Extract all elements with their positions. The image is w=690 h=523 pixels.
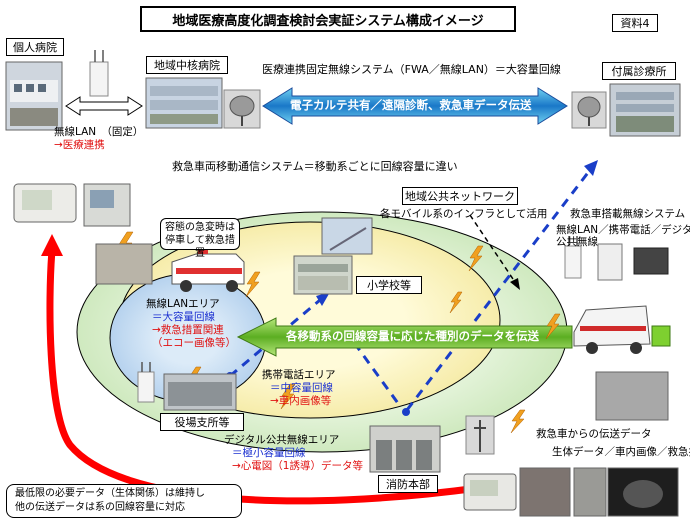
building-icon	[5, 61, 681, 517]
dashed-arrow-head-clinic	[584, 160, 598, 176]
digital-area-title: デジタル公共無線エリア	[224, 434, 340, 446]
red-arrow-head	[41, 234, 63, 256]
label-core-hospital: 地域中核病院	[146, 56, 228, 74]
sudden-change-line1: 容態の急変時は	[165, 222, 235, 233]
public-network-label: 地域公共ネットワーク	[402, 187, 518, 205]
ambulance-system-line2: 公共無線	[556, 236, 598, 248]
cellular-area-title: 携帯電話エリア	[262, 369, 336, 381]
digital-area-line1: ＝極小容量回線	[232, 447, 306, 459]
footnote-line1: 最低限の必要データ（生体関係）は維持し	[15, 488, 205, 499]
ambulance-system-title: 救急車搭載無線システム	[570, 208, 686, 220]
red-loop-arrow	[46, 249, 479, 505]
public-network-pointer	[469, 214, 516, 283]
label-private-hospital: 個人病院	[6, 38, 64, 56]
emr-arrow-caption: 電子カルテ共有／遠隔診断、救急車データ伝送	[290, 98, 532, 112]
transmit-title: 救急車からの伝送データ	[536, 428, 652, 440]
label-fire-hq: 消防本部	[378, 475, 438, 493]
dashed-arrow-head-school	[316, 292, 330, 306]
wlan-area-line1: ＝大容量回線	[152, 311, 215, 323]
page-title: 地域医療高度化調査検討会実証システム構成イメージ	[140, 6, 516, 32]
dashed-path-clinic	[405, 169, 592, 411]
wlan-area-line3: （エコー画像等）	[152, 337, 236, 349]
fixed-wireless-caption: 医療連携固定無線システム（FWA／無線LAN）＝大容量回線	[262, 63, 561, 76]
green-block	[651, 325, 671, 347]
wlan-area-title: 無線LANエリア	[146, 298, 220, 310]
label-clinic: 付属診療所	[602, 62, 676, 80]
wlan-double-arrow	[65, 96, 143, 116]
sudden-change-note: 容態の急変時は 停車して救急措置	[160, 218, 240, 259]
ambulance-system-line1: 無線LAN／携帯電話／デジタル	[556, 224, 690, 236]
footnote-line2: 他の伝送データは系の回線容量に対応	[15, 502, 185, 513]
footnote-box: 最低限の必要データ（生体関係）は維持し 他の伝送データは系の回線容量に対応	[6, 484, 242, 518]
data-transmit-arrow	[236, 317, 573, 357]
public-network-pointer-head	[510, 278, 520, 290]
wlan-area-line2: →救急措置関連	[152, 324, 224, 336]
label-branch-office: 役場支所等	[160, 413, 244, 431]
dot-fire	[402, 408, 410, 416]
sudden-change-line2: 停車して救急措置	[165, 235, 235, 259]
transmit-sub: 生体データ／車内画像／救急措置	[552, 446, 690, 458]
big-arrow-caption: 各移動系の回線容量に応じた種別のデータを伝送	[286, 329, 539, 343]
mobile-system-caption: 救急車両移動通信システム＝移動系ごとに回線容量に違い	[172, 160, 458, 173]
wlan-fixed-caption: 無線LAN （固定）	[54, 126, 144, 138]
emr-double-arrow	[262, 87, 568, 125]
ambulance-icon	[171, 248, 651, 354]
satellite-dish-icon	[223, 89, 607, 455]
cellular-area-line1: ＝中容量回線	[270, 382, 333, 394]
doc-label: 資料4	[612, 14, 658, 32]
public-network-sub: 各モバイル系のインフラとして活用	[380, 208, 548, 220]
digital-area-line2: →心電図（1誘導）データ等	[232, 460, 363, 472]
monitor-icon	[13, 183, 517, 511]
cellular-area-line2: →車内画像等	[270, 395, 332, 407]
dashed-path-school	[229, 298, 321, 378]
wlan-fixed-sub-caption: →医療連携	[54, 139, 105, 151]
antenna-icon	[89, 50, 582, 403]
label-school: 小学校等	[356, 276, 422, 294]
